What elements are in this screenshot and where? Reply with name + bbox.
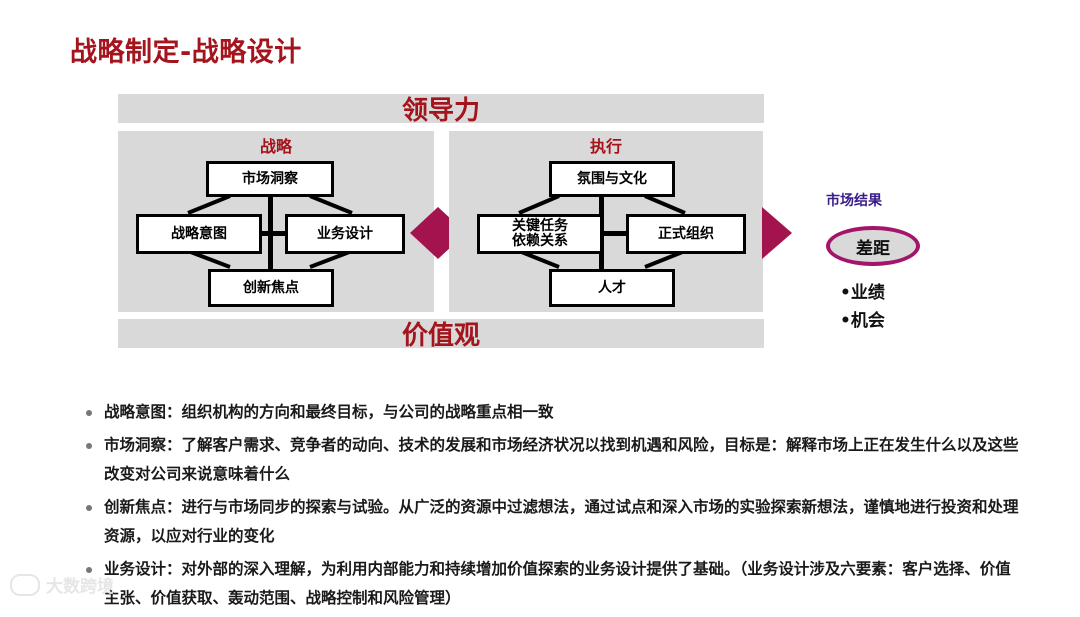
market-result-label: 市场结果 <box>826 193 882 209</box>
bullet-list: 战略意图：组织机构的方向和最终目标，与公司的战略重点相一致 市场洞察：了解客户需… <box>84 398 1024 617</box>
gap-label: 差距 <box>856 238 890 259</box>
watermark-logo-icon <box>10 573 40 596</box>
node-climate-culture: 氛围与文化 <box>549 161 675 197</box>
bullet-dot-icon <box>86 443 92 449</box>
node-strategic-intent: 战略意图 <box>136 214 262 254</box>
chevron-right-icon <box>762 207 792 259</box>
strategy-panel: 战略 市场洞察 战略意图 业务设计 创新焦点 <box>118 131 434 312</box>
bullet-item: 业务设计：对外部的深入理解，为利用内部能力和持续增加价值探索的业务设计提供了基础… <box>84 555 1024 613</box>
node-market-insight: 市场洞察 <box>206 161 334 197</box>
slide-title: 战略制定-战略设计 <box>70 37 302 68</box>
execution-panel: 执行 氛围与文化 关键任务 依赖关系 正式组织 人才 <box>449 131 763 312</box>
watermark: 大数跨境 <box>10 572 114 597</box>
node-innovation-focus: 创新焦点 <box>208 269 334 307</box>
node-talent: 人才 <box>549 269 675 307</box>
node-business-design: 业务设计 <box>285 214 405 254</box>
gap-oval: 差距 <box>826 226 920 266</box>
leadership-label: 领导力 <box>401 96 480 126</box>
node-key-tasks: 关键任务 依赖关系 <box>477 214 603 254</box>
result-item-performance: •业绩 <box>840 283 885 303</box>
node-formal-organization: 正式组织 <box>626 214 746 254</box>
leadership-bar: 领导力 <box>118 94 764 126</box>
bullet-dot-icon <box>86 567 92 573</box>
strategy-horizontal-connector <box>238 231 290 236</box>
result-item-opportunity: •机会 <box>840 311 885 331</box>
bullet-dot-icon <box>86 410 92 416</box>
execution-panel-title: 执行 <box>589 137 622 156</box>
strategy-panel-title: 战略 <box>259 137 292 156</box>
execution-horizontal-connector <box>579 231 629 236</box>
bullet-item: 市场洞察：了解客户需求、竞争者的动向、技术的发展和市场经济状况以找到机遇和风险，… <box>84 431 1024 489</box>
bullet-item: 创新焦点：进行与市场同步的探索与试验。从广泛的资源中过滤想法，通过试点和深入市场… <box>84 493 1024 551</box>
bullet-dot-icon <box>86 505 92 511</box>
values-label: 价值观 <box>401 321 480 351</box>
bullet-item: 战略意图：组织机构的方向和最终目标，与公司的战略重点相一致 <box>84 398 1024 427</box>
values-bar: 价值观 <box>118 319 764 351</box>
